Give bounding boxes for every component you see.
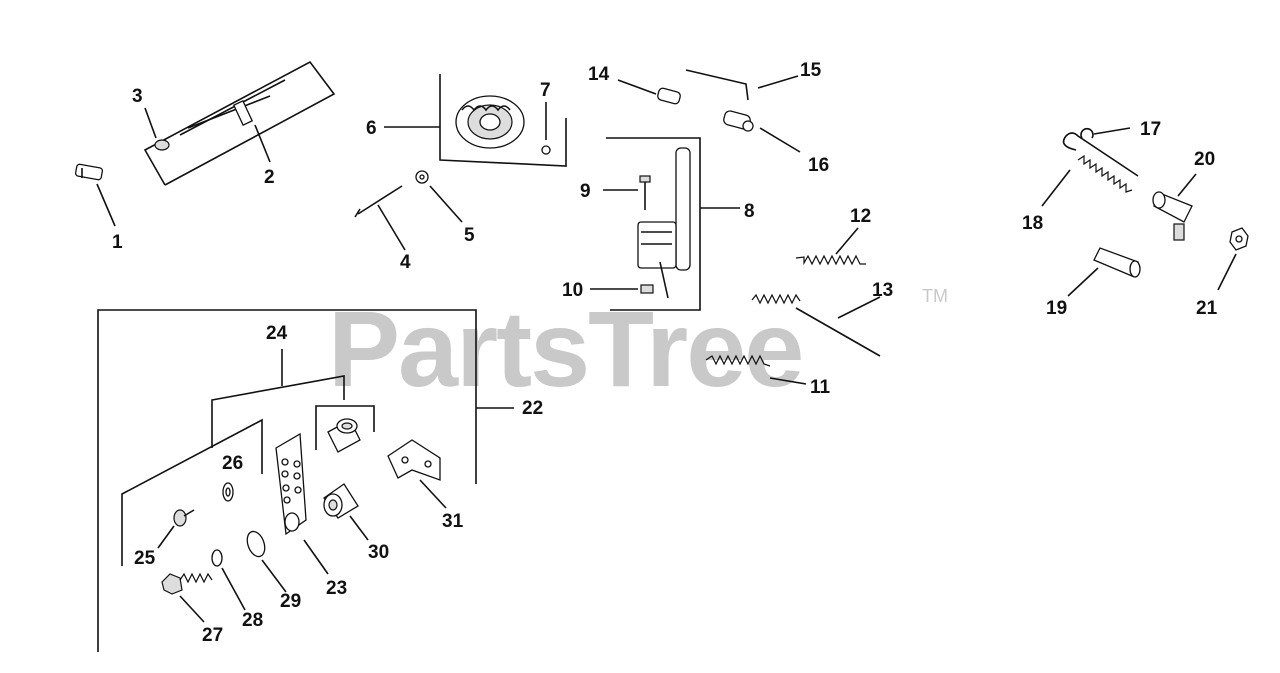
part-9-screw[interactable] xyxy=(603,175,651,210)
part-31-angle-bracket[interactable] xyxy=(387,439,447,509)
callout-24: 24 xyxy=(266,323,288,344)
callout-22: 22 xyxy=(522,398,543,419)
part-16-swivel[interactable] xyxy=(723,110,801,153)
callout-11: 11 xyxy=(810,377,831,398)
callout-15: 15 xyxy=(800,60,822,81)
callout-16: 16 xyxy=(808,155,829,176)
callout-1: 1 xyxy=(112,232,123,253)
callout-10: 10 xyxy=(562,280,583,301)
callout-26: 26 xyxy=(222,453,243,474)
callout-7: 7 xyxy=(540,80,551,101)
part-8-governor-lever[interactable] xyxy=(606,137,740,311)
callout-5: 5 xyxy=(464,225,475,246)
callout-2: 2 xyxy=(264,167,275,188)
part-21-nut[interactable] xyxy=(1217,227,1249,291)
part-17-retainer[interactable] xyxy=(1080,127,1131,139)
watermark-trademark: TM xyxy=(922,286,948,306)
callout-21: 21 xyxy=(1196,298,1218,319)
part-2-shaft-assembly[interactable] xyxy=(143,60,336,186)
callout-4: 4 xyxy=(400,252,411,273)
part-5-washer[interactable] xyxy=(415,170,463,223)
callout-20: 20 xyxy=(1194,149,1215,170)
callout-12: 12 xyxy=(850,206,871,227)
callout-25: 25 xyxy=(134,548,156,569)
part-25-screw[interactable] xyxy=(157,509,195,549)
callout-18: 18 xyxy=(1022,213,1043,234)
part-1-clip[interactable] xyxy=(74,163,116,227)
callout-17: 17 xyxy=(1140,119,1161,140)
part-27-bolt[interactable] xyxy=(161,572,213,623)
callout-19: 19 xyxy=(1046,298,1067,319)
part-14-clip[interactable] xyxy=(617,79,681,105)
callout-6: 6 xyxy=(366,118,377,139)
part-23-control-plate[interactable] xyxy=(275,432,329,575)
part-10-nut[interactable] xyxy=(590,284,654,294)
part-15-rod[interactable] xyxy=(685,69,799,101)
part-30-bushing[interactable] xyxy=(323,483,369,541)
callout-30: 30 xyxy=(368,542,389,563)
part-28-washer[interactable] xyxy=(211,549,246,611)
part-18-rod[interactable] xyxy=(1041,132,1139,207)
part-26-washer[interactable] xyxy=(222,482,234,502)
callout-13: 13 xyxy=(872,280,893,301)
part-13-spring-rod[interactable] xyxy=(751,293,881,357)
part-11-spring[interactable] xyxy=(705,354,807,385)
callout-labels: 1 2 3 4 5 6 7 8 9 10 11 12 13 14 15 16 1… xyxy=(112,60,1218,646)
part-24-bushing[interactable] xyxy=(327,418,361,453)
callout-28: 28 xyxy=(242,610,263,631)
callout-3: 3 xyxy=(132,86,143,107)
part-12-spring[interactable] xyxy=(795,227,866,266)
callout-9: 9 xyxy=(580,181,591,202)
callout-14: 14 xyxy=(588,64,610,85)
callout-23: 23 xyxy=(326,578,347,599)
callout-8: 8 xyxy=(744,201,755,222)
part-20-swivel-block[interactable] xyxy=(1152,173,1197,241)
part-4-pin[interactable] xyxy=(354,185,406,251)
callout-27: 27 xyxy=(202,625,223,646)
part-29-ring[interactable] xyxy=(244,529,287,593)
part-19-sleeve[interactable] xyxy=(1067,247,1141,297)
part-6-governor-gear-assembly[interactable] xyxy=(384,74,567,167)
callout-29: 29 xyxy=(280,591,301,612)
part-22-speed-control-assembly[interactable] xyxy=(97,309,514,652)
callout-31: 31 xyxy=(442,511,464,532)
watermark: PartsTree xyxy=(328,288,802,409)
